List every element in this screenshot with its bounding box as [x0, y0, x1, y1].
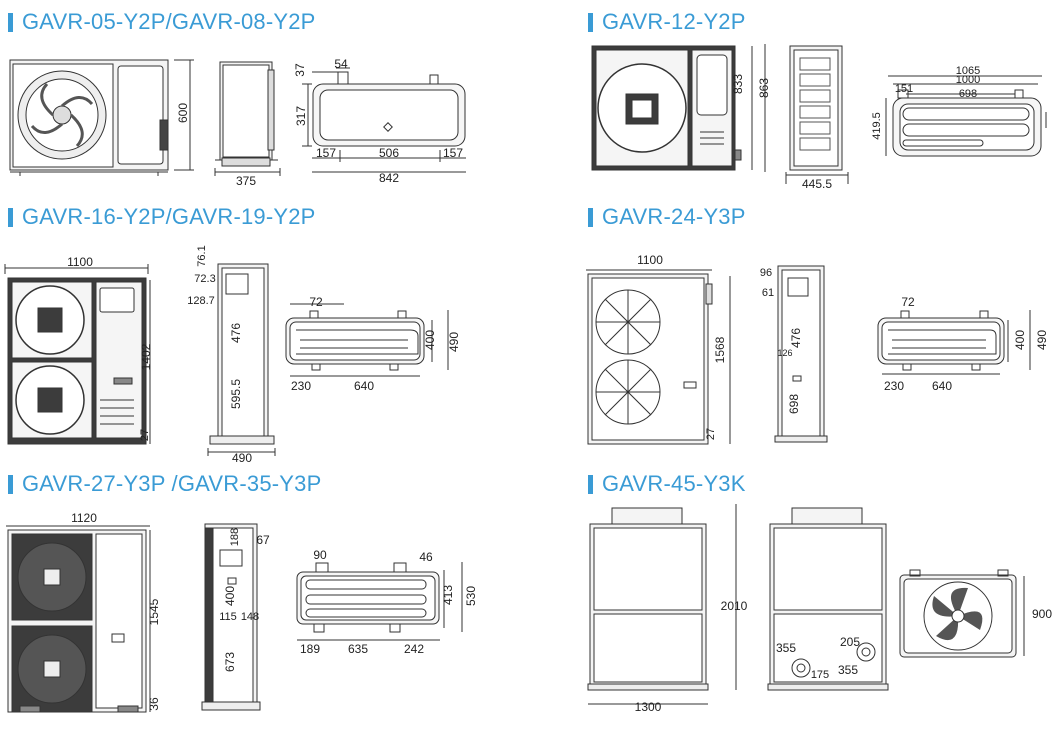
dim-476: 476 — [229, 323, 243, 343]
dim-375: 375 — [236, 174, 256, 188]
dim-151: 151 — [895, 83, 913, 95]
dim-61: 61 — [762, 287, 774, 299]
dim-863: 863 — [757, 78, 771, 98]
dim-242: 242 — [404, 642, 424, 656]
dim-2010: 2010 — [721, 599, 748, 613]
title-accent-bar — [8, 474, 13, 494]
section-title-gavr-24: GAVR-24-Y3P — [588, 204, 746, 230]
drawing-gavr-16-bottom — [285, 303, 449, 377]
drawing-gavr-24-side — [774, 265, 828, 443]
dim-833: 833 — [731, 74, 745, 94]
drawing-gavr-05-bottom — [302, 67, 466, 173]
dim-490: 490 — [1035, 330, 1049, 350]
dim-230: 230 — [884, 379, 904, 393]
dim-27: 27 — [705, 428, 717, 440]
title-accent-bar — [8, 12, 13, 32]
dim-37: 37 — [293, 63, 307, 77]
dim-317: 317 — [294, 106, 308, 126]
drawing-gavr-05-front — [9, 59, 194, 176]
dim-72: 72 — [309, 295, 323, 309]
dim-445-5: 445.5 — [802, 177, 832, 191]
title-accent-bar — [8, 207, 13, 227]
dim-1000: 1000 — [956, 74, 980, 86]
dim-90: 90 — [313, 548, 327, 562]
dim-157-right: 157 — [443, 146, 463, 160]
dim-698: 698 — [959, 88, 977, 100]
dim-188: 188 — [229, 528, 241, 546]
dim-36: 36 — [147, 697, 161, 711]
dim-189: 189 — [300, 642, 320, 656]
dim-67: 67 — [256, 533, 270, 547]
dim-1100: 1100 — [637, 253, 663, 267]
dim-72-3: 72.3 — [194, 273, 215, 285]
drawing-gavr-05-side — [214, 61, 281, 176]
dim-900: 900 — [1032, 607, 1052, 621]
dim-698: 698 — [787, 394, 801, 414]
section-title-gavr-27-35: GAVR-27-Y3P /GAVR-35-Y3P — [8, 471, 321, 497]
dim-530: 530 — [464, 586, 478, 606]
dim-126: 126 — [777, 348, 792, 358]
dim-76-1: 76.1 — [196, 245, 208, 266]
dim-115: 115 — [219, 611, 237, 623]
section-title-gavr-05-08: GAVR-05-Y2P/GAVR-08-Y2P — [8, 9, 316, 35]
dim-842: 842 — [379, 171, 399, 185]
drawing-gavr-27-front — [6, 525, 151, 713]
dim-96: 96 — [760, 267, 772, 279]
drawing-gavr-16-front — [4, 264, 151, 445]
dim-400: 400 — [223, 586, 237, 606]
dim-1300: 1300 — [635, 700, 662, 714]
dim-1120: 1120 — [71, 511, 97, 525]
drawing-gavr-45-side — [767, 507, 889, 691]
title-accent-bar — [588, 207, 593, 227]
drawing-gavr-12-bottom — [885, 75, 1047, 157]
dim-1100: 1100 — [67, 255, 93, 269]
drawing-gavr-16-side — [207, 263, 276, 456]
dim-400: 400 — [1013, 330, 1027, 350]
dim-419-5: 419.5 — [871, 112, 883, 140]
section-title-gavr-12: GAVR-12-Y2P — [588, 9, 746, 35]
dim-595-5: 595.5 — [229, 379, 243, 409]
drawing-gavr-12-front — [591, 44, 766, 172]
dim-506: 506 — [379, 146, 399, 160]
drawing-gavr-24-front — [586, 269, 731, 445]
drawing-gavr-27-side — [201, 523, 261, 711]
dim-413: 413 — [441, 585, 455, 605]
drawing-gavr-45-top — [899, 569, 1025, 658]
dim-490-width: 490 — [232, 451, 252, 465]
dim-1545: 1545 — [147, 598, 161, 625]
dim-1402: 1402 — [139, 343, 153, 370]
dim-476: 476 — [789, 328, 803, 348]
dim-355-right: 355 — [838, 663, 858, 677]
section-title-gavr-16-19: GAVR-16-Y2P/GAVR-19-Y2P — [8, 204, 316, 230]
dim-490: 490 — [447, 332, 461, 352]
dim-1568: 1568 — [713, 336, 727, 363]
section-title-gavr-45: GAVR-45-Y3K — [588, 471, 746, 497]
drawing-gavr-27-bottom — [296, 562, 463, 641]
dim-175: 175 — [811, 669, 829, 681]
dim-355-left: 355 — [776, 641, 796, 655]
drawing-gavr-12-side — [785, 45, 849, 184]
dim-640: 640 — [354, 379, 374, 393]
dim-54: 54 — [334, 57, 348, 71]
dim-27: 27 — [139, 429, 151, 441]
title-accent-bar — [588, 474, 593, 494]
dim-205: 205 — [840, 635, 860, 649]
dim-148: 148 — [241, 611, 259, 623]
dim-1065: 1065 — [956, 65, 980, 77]
dim-635: 635 — [348, 642, 368, 656]
drawing-gavr-24-bottom — [877, 310, 1031, 375]
dim-400: 400 — [423, 330, 437, 350]
dim-600: 600 — [176, 103, 190, 123]
dim-128-7: 128.7 — [187, 295, 215, 307]
dim-46: 46 — [419, 550, 433, 564]
dim-230: 230 — [291, 379, 311, 393]
dim-673: 673 — [223, 652, 237, 672]
drawing-gavr-45-front — [587, 504, 737, 705]
title-accent-bar — [588, 12, 593, 32]
dim-72: 72 — [901, 295, 915, 309]
dim-157-left: 157 — [316, 146, 336, 160]
dim-640: 640 — [932, 379, 952, 393]
